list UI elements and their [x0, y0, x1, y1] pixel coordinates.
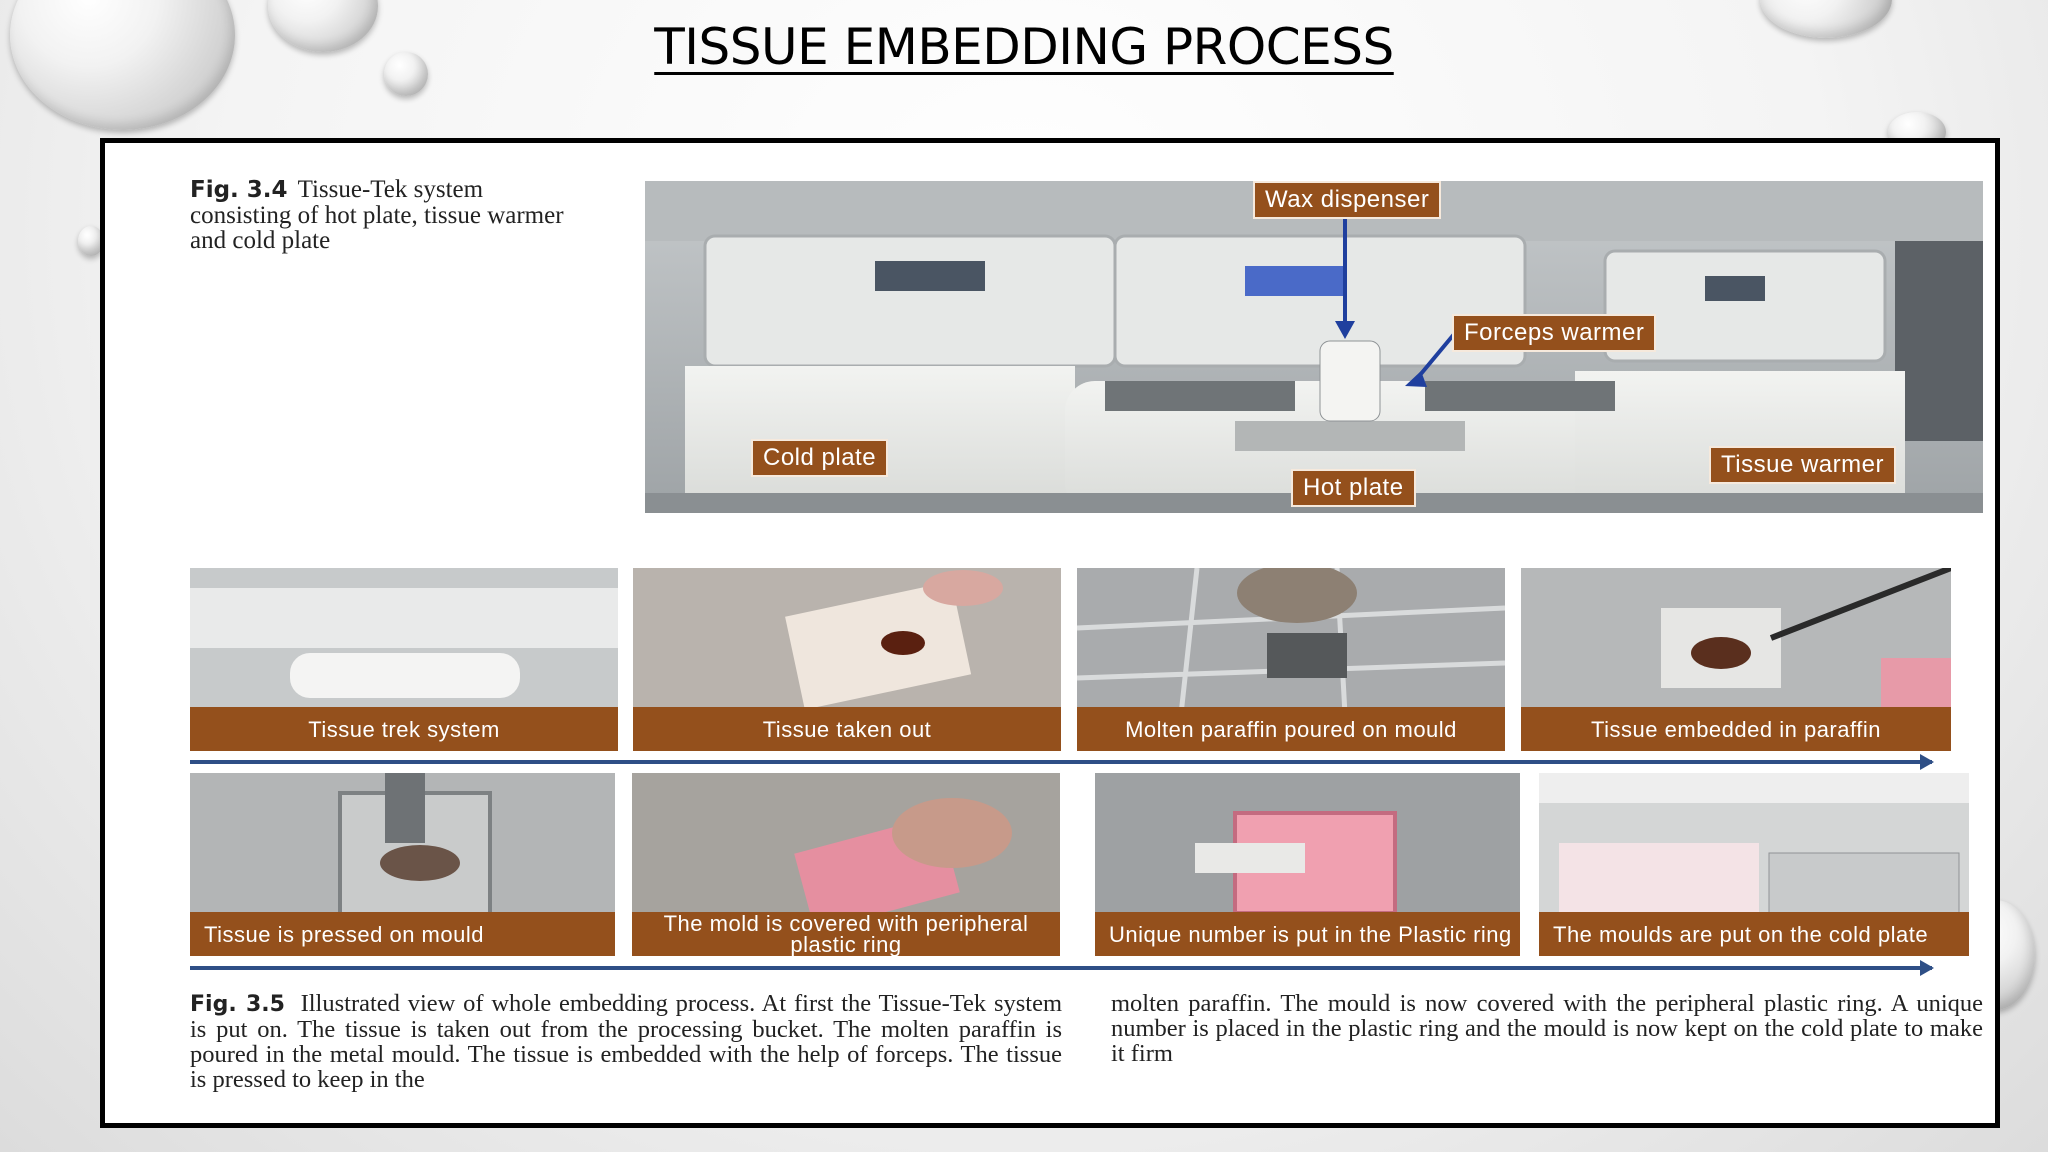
slide-title: TISSUE EMBEDDING PROCESS — [654, 18, 1394, 76]
forceps-warmer-label: Forceps warmer — [1452, 314, 1657, 352]
fig-3-5-text-left: Illustrated view of whole embedding proc… — [190, 990, 1063, 1093]
step-label-6: The mold is covered with peripheral plas… — [632, 912, 1060, 956]
tissue-warmer-label: Tissue warmer — [1709, 446, 1896, 484]
tissue-tek-system-photo: Wax dispenser Forceps warmer Cold plate … — [645, 181, 1983, 513]
step-photo-5: Tissue is pressed on mould — [190, 773, 615, 956]
step-label-4: Tissue embedded in paraffin — [1521, 707, 1951, 751]
water-drop-decoration — [78, 226, 104, 256]
fig-3-4-caption-text: Tissue-Tek system consisting of hot plat… — [190, 176, 564, 254]
step-photo-1: Tissue trek system — [190, 568, 618, 751]
step-label-3: Molten paraffin poured on mould — [1077, 707, 1505, 751]
step-photo-3: Molten paraffin poured on mould — [1077, 568, 1505, 751]
step-photo-2: Tissue taken out — [633, 568, 1061, 751]
step-label-1: Tissue trek system — [190, 707, 618, 751]
tissue-tek-illustration — [645, 181, 1983, 513]
process-flow-arrow-row-2 — [190, 960, 1934, 976]
fig-3-5-label: Fig. 3.5 — [190, 992, 285, 1017]
hot-plate-label: Hot plate — [1291, 469, 1416, 507]
step-photo-4: Tissue embedded in paraffin — [1521, 568, 1951, 751]
step-photo-7: Unique number is put in the Plastic ring — [1095, 773, 1520, 956]
water-drop-decoration — [384, 52, 428, 96]
fig-3-4-label: Fig. 3.4 — [190, 177, 288, 203]
step-photo-6: The mold is covered with peripheral plas… — [632, 773, 1060, 956]
step-label-8: The moulds are put on the cold plate — [1539, 912, 1969, 956]
wax-dispenser-label: Wax dispenser — [1253, 181, 1442, 219]
cold-plate-label: Cold plate — [751, 439, 889, 477]
fig-3-5-text-right: molten paraffin. The mould is now covere… — [1111, 990, 1983, 1067]
step-label-2: Tissue taken out — [633, 707, 1061, 751]
fig-3-5-caption-left: Fig. 3.5 Illustrated view of whole embed… — [190, 991, 1062, 1092]
step-photo-8: The moulds are put on the cold plate — [1539, 773, 1969, 956]
step-label-7: Unique number is put in the Plastic ring — [1095, 912, 1520, 956]
step-label-5: Tissue is pressed on mould — [190, 912, 615, 956]
fig-3-5-caption-right: molten paraffin. The mould is now covere… — [1111, 991, 1983, 1066]
process-flow-arrow-row-1 — [190, 754, 1934, 770]
